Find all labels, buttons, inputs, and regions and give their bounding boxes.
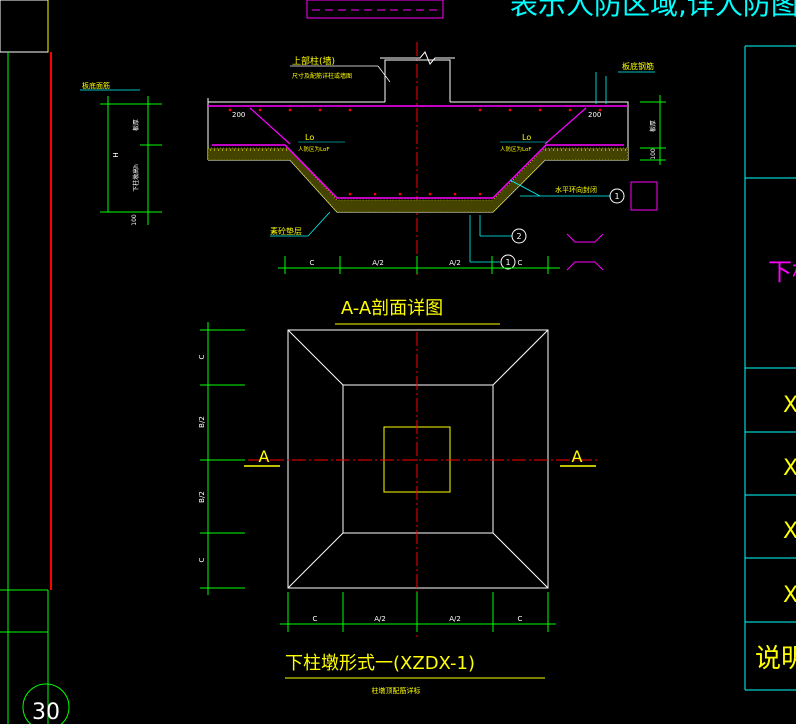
plan-dim-left-c-bottom: C [198, 557, 206, 562]
callout-2: 2 [516, 232, 521, 241]
table-row-4: X [783, 583, 796, 608]
section-dim-right-top: 板厚 [649, 120, 657, 132]
table-row-3: X [783, 519, 796, 544]
label-lo-left: Lo [305, 133, 314, 142]
section-dim-c-right: C [518, 259, 523, 267]
label-rebar-left: 板底面筋 [82, 81, 110, 90]
label-top-column-note: 尺寸及配筋详柱或墙图 [292, 72, 352, 80]
callout-1b: 1 [505, 258, 510, 267]
plan-view: A A C B/2 B/2 C C A/2 A/2 C [198, 322, 600, 640]
plan-dim-left-c-top: C [198, 354, 206, 359]
plan-label-a-left: A [259, 447, 270, 466]
label-horizontal-bars: 水平环向封闭 [555, 185, 597, 194]
detail-dim-H: H [112, 152, 120, 157]
section-title: A-A剖面详图 [341, 298, 443, 319]
detail-dim-mid: 下柱墩高h [132, 164, 140, 192]
left-frame: 30 [0, 0, 70, 724]
plan-label-a-right: A [572, 447, 583, 466]
table-row-label: 下柱 [768, 258, 796, 286]
plan-title: 下柱墩形式一(XZDX-1) [285, 653, 475, 674]
top-title: 表示人防区域,详人防图 [510, 0, 796, 21]
dim-200-left: 200 [232, 111, 245, 119]
label-cushion: 素砼垫层 [270, 226, 302, 236]
table-row-1: X [783, 393, 796, 418]
left-detail: 板底面筋 板厚 H 下柱墩高h 100 [80, 81, 162, 226]
section-aa: 上部柱(墙) 尺寸及配筋详柱或墙图 板底钢筋 200 200 Lo 人防区为Lo… [207, 42, 666, 275]
label-lo-right: Lo [522, 133, 531, 142]
plan-dim-bottom-a2-left: A/2 [374, 615, 386, 623]
detail-dim-top: 板厚 [132, 119, 140, 131]
label-top-column: 上部柱(墙) [292, 55, 335, 67]
plan-dim-bottom-a2-right: A/2 [449, 615, 461, 623]
plan-dim-bottom-c-right: C [518, 615, 523, 623]
section-dim-right-bottom: 100 [650, 148, 657, 160]
hoop-detail-box [630, 181, 658, 211]
right-table [744, 45, 796, 691]
label-lo-right-note: 人防区为LoF [500, 145, 532, 153]
plan-subtitle: 柱墩顶配筋详标 [372, 686, 421, 695]
detail-dim-100: 100 [131, 214, 138, 226]
top-legend-box [306, 0, 444, 19]
table-row-2: X [783, 456, 796, 481]
sheet-number: 30 [32, 700, 60, 724]
section-dim-a2-left: A/2 [372, 259, 384, 267]
table-footer: 说明 [755, 644, 796, 674]
plan-dim-left-b2-top: B/2 [198, 416, 206, 428]
plan-dim-bottom-c-left: C [313, 615, 318, 623]
label-rebar-right: 板底钢筋 [622, 61, 654, 71]
section-dim-a2-right: A/2 [449, 259, 461, 267]
callout-1: 1 [614, 192, 619, 201]
section-dim-c-left: C [310, 259, 315, 267]
label-lo-left-note: 人防区为LoF [298, 145, 330, 153]
plan-dim-left-b2-bottom: B/2 [198, 491, 206, 503]
dim-200-right: 200 [588, 111, 601, 119]
